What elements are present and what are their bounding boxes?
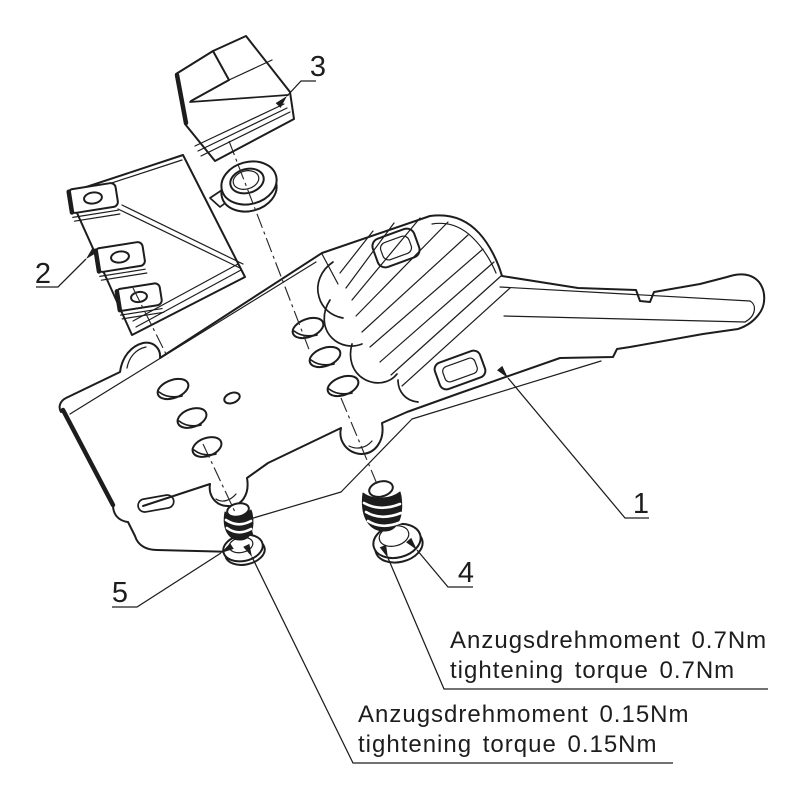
- part-label-3: 3: [310, 51, 326, 83]
- plate-boss-slot-lower: [433, 349, 487, 391]
- clamp-tab-2: [93, 241, 148, 281]
- part-label-1: 1: [633, 488, 649, 520]
- leader-part-1: [497, 365, 649, 519]
- part-label-2: 2: [35, 258, 51, 290]
- plate-holes: [156, 316, 360, 458]
- leader-part-4: [406, 537, 473, 588]
- centerline-screw-4: [340, 397, 378, 485]
- leader-part-2: [36, 247, 98, 288]
- screw-5-drawing: [222, 502, 266, 566]
- centerline-screw-5: [202, 443, 236, 513]
- torque-annotation-015: Anzugsdrehmoment 0.15Nm tightening torqu…: [243, 543, 689, 764]
- foot-slot: [137, 494, 175, 513]
- eyelet-ring-drawing: [220, 160, 278, 213]
- torque-annotation-07: Anzugsdrehmoment 0.7Nm tightening torque…: [379, 544, 768, 690]
- plate-foot-top-edge: [249, 491, 342, 520]
- torque-07-en: tightening torque 0.7Nm: [450, 657, 735, 684]
- plate-thickness-edge: [340, 360, 602, 493]
- part-1-mounting-plate-drawing: [58, 214, 766, 554]
- part-label-5: 5: [112, 577, 128, 609]
- centerline-block-to-plate: [228, 140, 311, 353]
- plate-boss-slot-upper: [371, 227, 421, 269]
- leader-part-5: [112, 543, 234, 608]
- torque-07-de: Anzugsdrehmoment 0.7Nm: [450, 627, 767, 654]
- leader-part-3: [275, 80, 316, 108]
- screw-4-thread: [361, 491, 403, 532]
- leader-torque-015: [243, 543, 673, 764]
- clamp-tab-3: [114, 282, 165, 320]
- torque-015-en: tightening torque 0.15Nm: [358, 731, 658, 758]
- plate-left-edge: [60, 407, 116, 508]
- plate-outline: [58, 214, 766, 508]
- part-3-clamp-block-drawing: [174, 35, 295, 162]
- leader-torque-07: [379, 544, 768, 690]
- centerline-tab-hole: [132, 287, 169, 359]
- center-lines: [132, 140, 378, 513]
- callouts: 1 2 3 4 5: [35, 51, 649, 609]
- torque-015-de: Anzugsdrehmoment 0.15Nm: [358, 701, 689, 728]
- part-label-4: 4: [458, 557, 474, 589]
- clamp-tab-1: [66, 182, 121, 222]
- molded-spring-fan-lines: [316, 217, 511, 403]
